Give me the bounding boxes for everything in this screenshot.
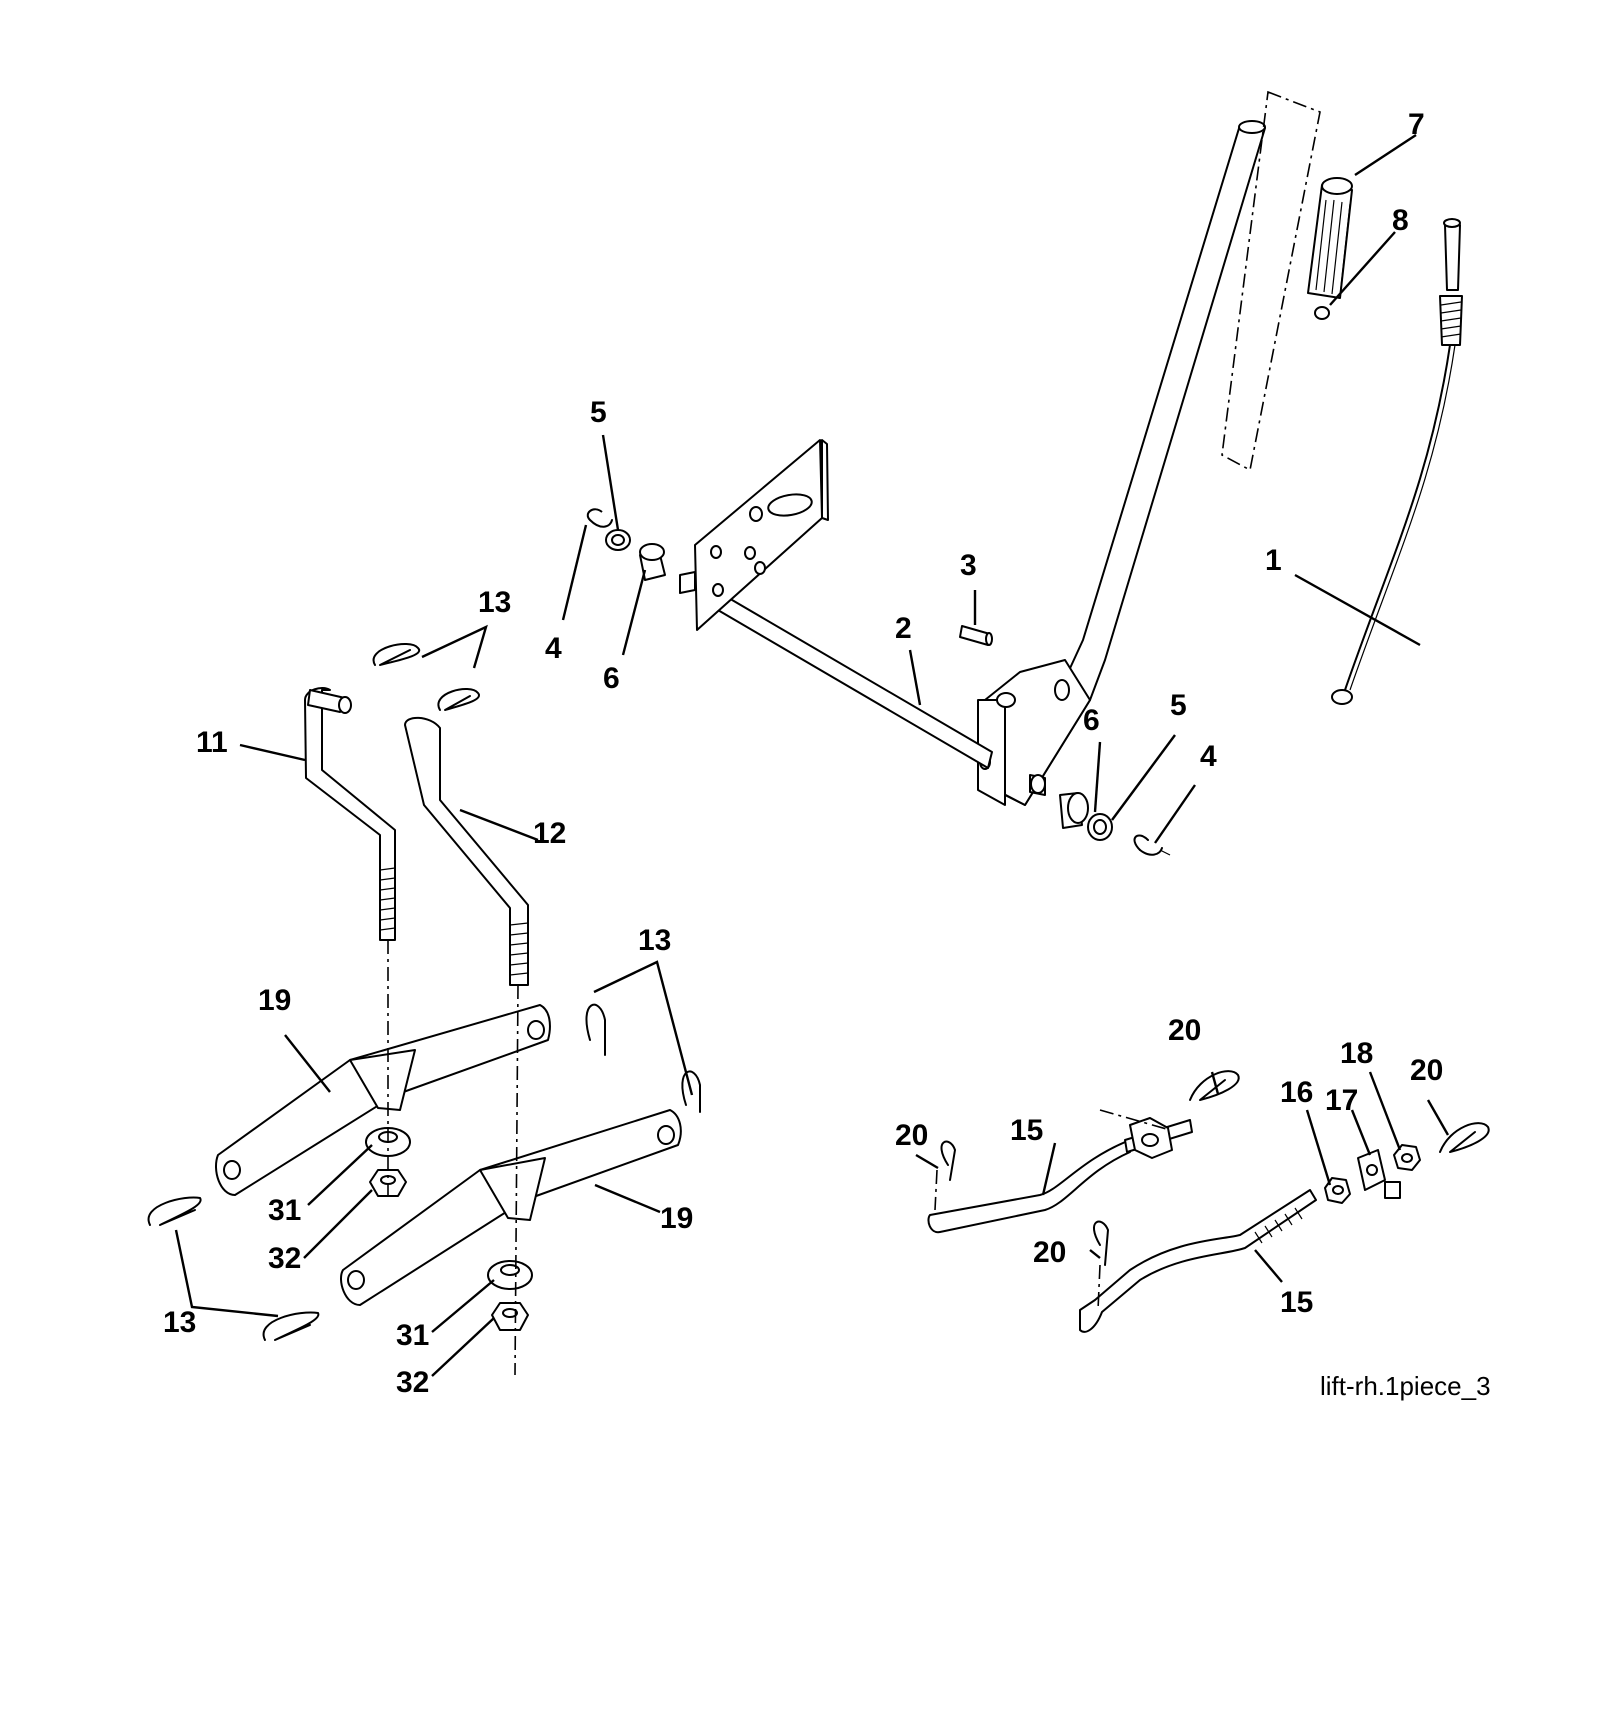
trunnion-17 bbox=[1357, 1149, 1401, 1199]
callout-5-left: 5 bbox=[590, 396, 607, 429]
callout-13-right: 13 bbox=[638, 924, 671, 957]
callout-3: 3 bbox=[960, 549, 977, 582]
callout-4-left: 4 bbox=[545, 632, 562, 665]
callout-labels: 7 8 1 2 3 5 4 6 6 5 4 13 11 12 13 19 19 … bbox=[163, 108, 1443, 1399]
leader-lines bbox=[174, 133, 1450, 1377]
callout-19-upper: 19 bbox=[258, 984, 291, 1017]
callout-31-upper: 31 bbox=[268, 1194, 301, 1227]
hairpin-clips-13 bbox=[147, 643, 701, 1341]
callout-31-lower: 31 bbox=[396, 1319, 429, 1352]
callout-5-right: 5 bbox=[1170, 689, 1187, 722]
right-shaft-hardware bbox=[1059, 792, 1171, 856]
callout-13-top: 13 bbox=[478, 586, 511, 619]
jam-nut-16 bbox=[1324, 1177, 1351, 1204]
callout-32-lower: 32 bbox=[396, 1366, 429, 1399]
grip-cap bbox=[1314, 306, 1330, 320]
callout-15-upper: 15 bbox=[1010, 1114, 1043, 1147]
left-shaft-hardware bbox=[586, 508, 666, 581]
drawing-caption: lift-rh.1piece_3 bbox=[1320, 1371, 1491, 1401]
lift-link-11 bbox=[304, 687, 396, 941]
callout-19-lower: 19 bbox=[660, 1202, 693, 1235]
callout-6-left: 6 bbox=[603, 662, 620, 695]
handle-grip bbox=[1307, 177, 1353, 299]
callout-16: 16 bbox=[1280, 1076, 1313, 1109]
callout-18: 18 bbox=[1340, 1037, 1373, 1070]
lift-arm-upper bbox=[215, 1004, 551, 1196]
lift-link-12 bbox=[404, 716, 529, 986]
callout-20-right: 20 bbox=[1410, 1054, 1443, 1087]
mounting-plate bbox=[679, 439, 829, 631]
nut-32-lower bbox=[491, 1302, 529, 1331]
callout-32-upper: 32 bbox=[268, 1242, 301, 1275]
adjuster-rod-upper bbox=[927, 1117, 1193, 1234]
callout-1: 1 bbox=[1265, 544, 1282, 577]
handle-bracket bbox=[977, 659, 1091, 806]
callout-11: 11 bbox=[196, 726, 228, 759]
roll-pin bbox=[959, 625, 993, 646]
nut-18 bbox=[1393, 1144, 1421, 1171]
callout-20-left: 20 bbox=[895, 1119, 928, 1152]
callout-13-left: 13 bbox=[163, 1306, 196, 1339]
hairpin-clips-20 bbox=[940, 1070, 1490, 1266]
callout-6-right: 6 bbox=[1083, 704, 1100, 737]
callout-4-right: 4 bbox=[1200, 740, 1217, 773]
lift-cable bbox=[1331, 218, 1463, 705]
callout-17: 17 bbox=[1325, 1084, 1358, 1117]
callout-8: 8 bbox=[1392, 204, 1409, 237]
callout-7: 7 bbox=[1408, 108, 1425, 141]
callout-15-lower: 15 bbox=[1280, 1286, 1313, 1319]
callout-2: 2 bbox=[895, 612, 912, 645]
callout-12: 12 bbox=[533, 817, 566, 850]
washer-31-lower bbox=[487, 1260, 533, 1290]
adjuster-rod-lower bbox=[1079, 1189, 1317, 1333]
callout-20-top: 20 bbox=[1168, 1014, 1201, 1047]
callout-20-mid: 20 bbox=[1033, 1236, 1066, 1269]
lift-arm-lower bbox=[340, 1109, 682, 1306]
